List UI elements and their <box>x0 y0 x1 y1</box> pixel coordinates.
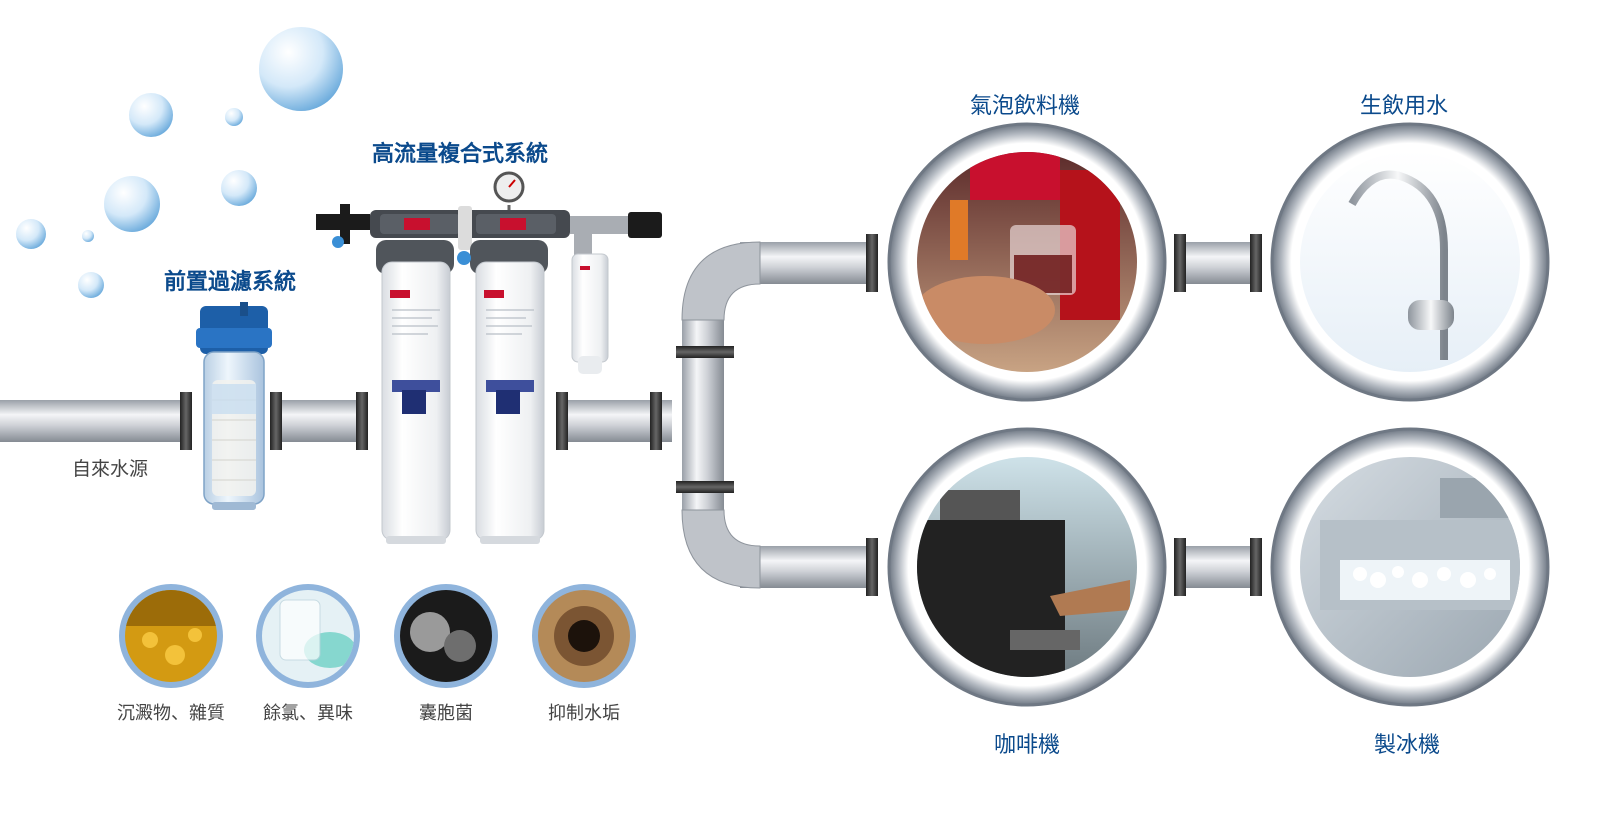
output-ice <box>1270 427 1550 707</box>
prefilter-housing <box>196 302 272 510</box>
output-label-faucet: 生飲用水 <box>1360 94 1449 119</box>
inlet-pipe <box>0 392 368 450</box>
water-bubbles <box>16 27 343 298</box>
output-label-ice: 製冰機 <box>1374 733 1441 758</box>
feature-label-chlorine: 餘氯、異味 <box>263 703 353 724</box>
feature-badges <box>119 584 636 688</box>
output-label-coffee: 咖啡機 <box>994 733 1061 758</box>
output-label-soda: 氣泡飲料機 <box>970 94 1081 119</box>
source-label: 自來水源 <box>72 458 149 480</box>
outlet-pipe <box>556 234 1262 596</box>
feature-label-cyst: 囊胞菌 <box>419 703 473 724</box>
prefilter-title: 前置過濾系統 <box>164 270 297 295</box>
main-system-title: 高流量複合式系統 <box>372 142 549 167</box>
output-faucet <box>1270 122 1550 402</box>
main-filter-system <box>316 171 662 544</box>
feature-label-sediment: 沉澱物、雜質 <box>117 703 225 724</box>
output-soda <box>887 122 1167 402</box>
feature-label-scale: 抑制水垢 <box>548 703 620 724</box>
output-coffee <box>887 427 1167 707</box>
